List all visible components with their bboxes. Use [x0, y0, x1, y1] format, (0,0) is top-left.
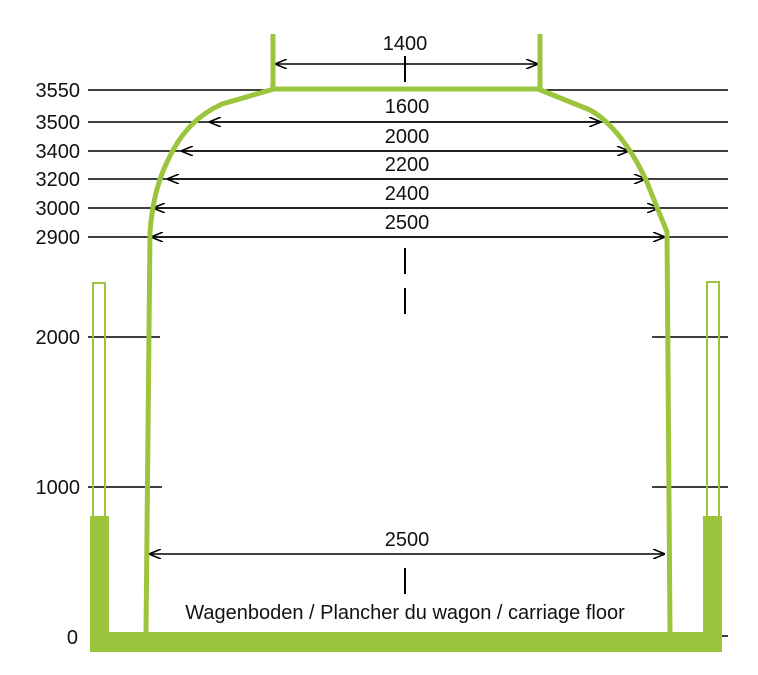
gauge-outline	[143, 34, 673, 633]
width-label-1600: 1600	[385, 96, 430, 118]
level-label-3200: 3200	[36, 169, 81, 191]
floor-bar	[90, 632, 722, 652]
level-labels: 3550 3500 3400 3200 3000 2900 2000 1000 …	[36, 80, 81, 649]
floor-label: Wagenboden / Plancher du wagon / carriag…	[185, 602, 625, 624]
floor-structure	[90, 516, 722, 652]
side-post-right-outline	[706, 281, 720, 518]
width-labels: 1400 1600 2000 2200 2400 2500 2500	[383, 33, 430, 551]
level-label-3500: 3500	[36, 112, 81, 134]
level-label-2900: 2900	[36, 227, 81, 249]
width-arrows	[150, 64, 664, 554]
gauge-contour	[143, 86, 673, 633]
width-label-1400: 1400	[383, 33, 428, 55]
level-label-3550: 3550	[36, 80, 81, 102]
level-label-0: 0	[67, 627, 78, 649]
width-label-2400: 2400	[385, 183, 430, 205]
level-label-2000: 2000	[36, 327, 81, 349]
level-label-3000: 3000	[36, 198, 81, 220]
side-posts-outline	[92, 281, 720, 518]
side-post-left-solid	[90, 516, 109, 636]
width-label-2500-top: 2500	[385, 212, 430, 234]
side-post-left-outline	[92, 282, 106, 518]
width-label-2200: 2200	[385, 154, 430, 176]
side-post-right-solid	[703, 516, 722, 636]
width-label-2500-bottom: 2500	[385, 529, 430, 551]
level-label-1000: 1000	[36, 477, 81, 499]
level-label-3400: 3400	[36, 141, 81, 163]
width-label-2000: 2000	[385, 126, 430, 148]
